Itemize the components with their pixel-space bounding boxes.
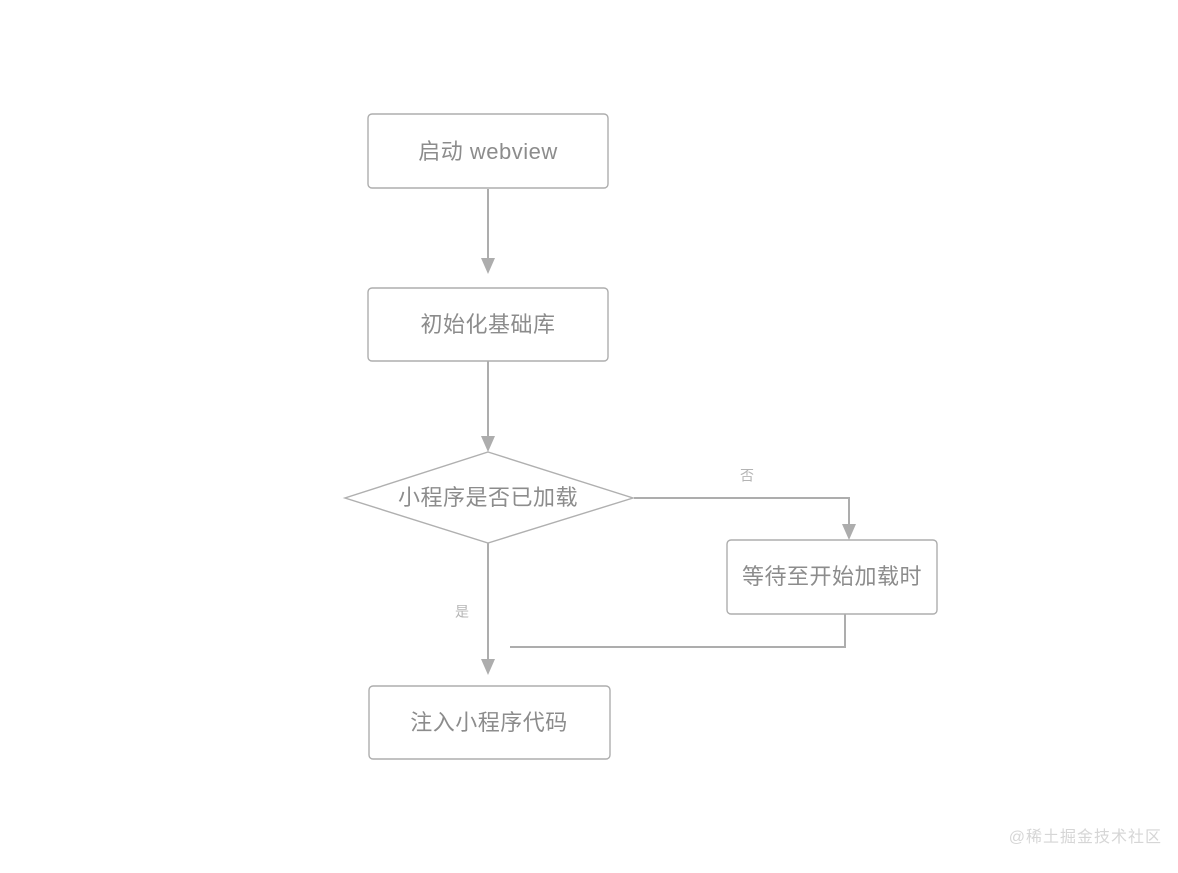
arrowhead-icon: [481, 436, 495, 452]
node-start-label: 启动 webview: [418, 139, 557, 164]
edge-start-to-init: [481, 189, 495, 274]
node-init-label: 初始化基础库: [420, 312, 555, 337]
edge-decision-to-inject: 是: [455, 543, 495, 675]
edge-decision-to-wait: 否: [634, 468, 856, 540]
node-wait[interactable]: 等待至开始加载时: [726, 539, 938, 615]
node-start[interactable]: 启动 webview: [367, 113, 609, 189]
node-decision[interactable]: 小程序是否已加载: [342, 451, 636, 544]
node-init[interactable]: 初始化基础库: [367, 287, 609, 362]
arrowhead-icon: [842, 524, 856, 540]
edge-init-to-decision: [481, 361, 495, 452]
node-decision-label: 小程序是否已加载: [398, 485, 578, 510]
node-decision-shape[interactable]: [342, 451, 636, 544]
edge-label-no: 否: [740, 468, 754, 484]
watermark: @稀土掘金技术社区: [1008, 829, 1162, 846]
arrowhead-icon: [481, 258, 495, 274]
edge-decision-to-wait-line: [634, 497, 850, 528]
edge-wait-to-inject-line: [510, 614, 846, 648]
arrowhead-icon: [481, 659, 495, 675]
edge-label-yes: 是: [455, 604, 469, 620]
node-wait-label: 等待至开始加载时: [742, 564, 922, 589]
node-start-shape[interactable]: [367, 113, 609, 189]
node-inject[interactable]: 注入小程序代码: [368, 685, 611, 760]
node-inject-shape[interactable]: [368, 685, 611, 760]
node-inject-label: 注入小程序代码: [410, 710, 568, 735]
node-wait-shape[interactable]: [726, 539, 938, 615]
node-init-shape[interactable]: [367, 287, 609, 362]
edge-wait-to-inject: [510, 614, 846, 648]
